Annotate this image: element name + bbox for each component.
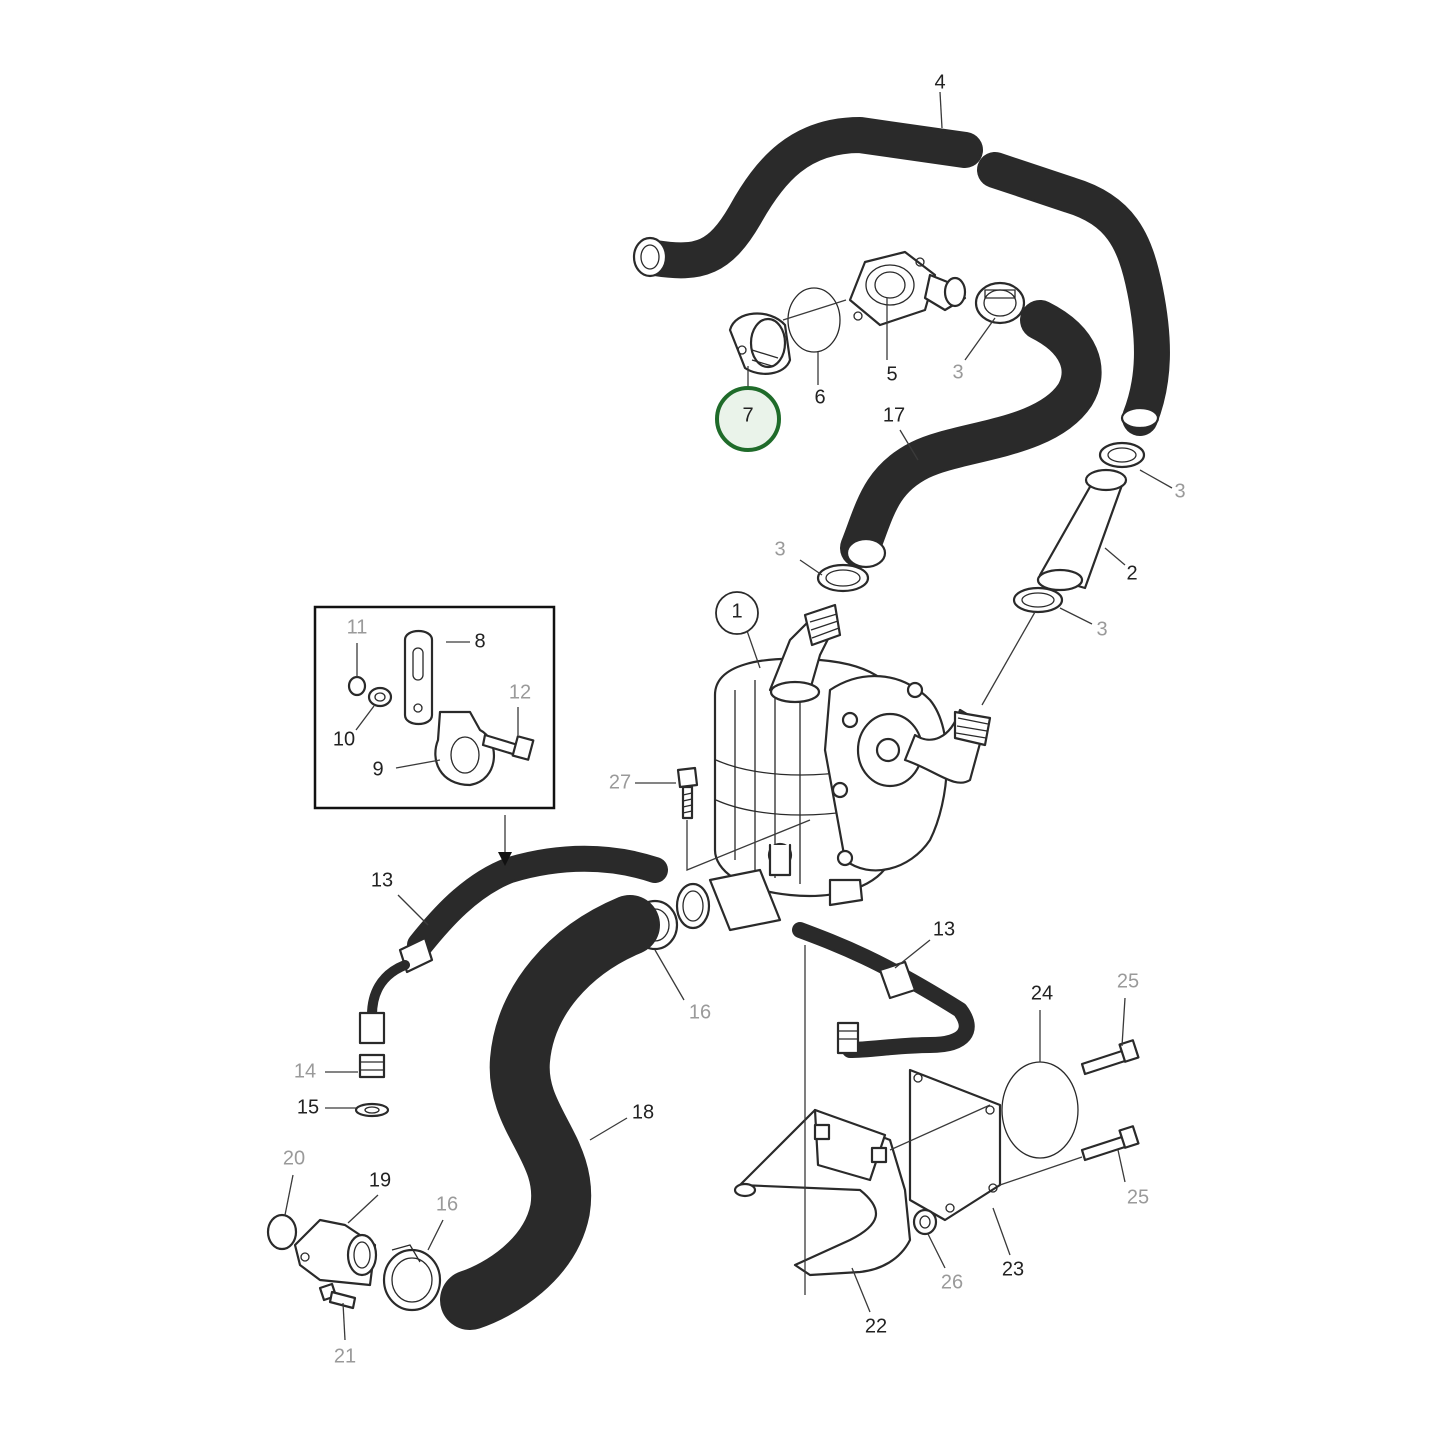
callout-7-highlight[interactable]: 7 (742, 404, 753, 426)
pipe-13-right[interactable] (792, 922, 975, 1058)
nut-11[interactable] (347, 675, 367, 697)
callout-5: 5 (886, 363, 897, 385)
callout-27: 27 (609, 771, 631, 793)
callout-13-left: 13 (371, 869, 393, 891)
gasket-6[interactable] (787, 287, 841, 353)
hose-4[interactable] (632, 117, 1170, 436)
callout-25-upper: 25 (1117, 970, 1139, 992)
assembly-line-25 (999, 1156, 1083, 1186)
assembly-line-27 (686, 819, 811, 871)
callout-16-top: 16 (689, 1001, 711, 1023)
thermostat-7[interactable] (728, 312, 792, 375)
callout-24: 24 (1031, 982, 1053, 1004)
bolt-27[interactable] (676, 766, 699, 820)
nut-26[interactable] (912, 1208, 938, 1236)
callout-22: 22 (865, 1315, 887, 1337)
thermostat-housing-5[interactable] (848, 250, 967, 327)
o-ring-20[interactable] (266, 1213, 298, 1251)
hose-clamp-3-right-upper[interactable] (1098, 441, 1146, 469)
bolt-25-upper[interactable] (1080, 1039, 1140, 1076)
detail-arrow-head (498, 852, 512, 866)
hose-clamp-3-top[interactable] (974, 281, 1026, 325)
callout-8: 8 (474, 630, 485, 652)
gasket-24[interactable] (1001, 1061, 1079, 1159)
spacer-10[interactable] (367, 686, 393, 708)
callout-23: 23 (1002, 1258, 1024, 1280)
callout-3-right-lower: 3 (1096, 618, 1107, 640)
callout-9: 9 (372, 758, 383, 780)
callout-3-right-upper: 3 (1174, 480, 1185, 502)
callout-20: 20 (283, 1147, 305, 1169)
assembly-line-23 (889, 1104, 991, 1151)
hose-18[interactable] (440, 895, 660, 1330)
connection-19[interactable] (293, 1218, 378, 1287)
hose-2[interactable] (1036, 468, 1128, 592)
bolt-25-lower[interactable] (1080, 1125, 1140, 1162)
bracket-22[interactable] (733, 1108, 912, 1277)
callout-10: 10 (333, 728, 355, 750)
callout-13-right: 13 (933, 918, 955, 940)
pipe-13-left[interactable] (354, 845, 668, 1118)
callout-14: 14 (294, 1060, 316, 1082)
bolt-21[interactable] (318, 1282, 357, 1310)
callout-6: 6 (814, 386, 825, 408)
callout-3-left: 3 (774, 538, 785, 560)
callout-4: 4 (934, 71, 945, 93)
callout-18: 18 (632, 1101, 654, 1123)
callout-12: 12 (509, 681, 531, 703)
clip-9[interactable] (434, 710, 495, 787)
callout-26: 26 (941, 1271, 963, 1293)
callout-21: 21 (334, 1345, 356, 1367)
hose-clamp-3-right-lower[interactable] (1012, 586, 1064, 614)
hose-clamp-16-bottom[interactable] (382, 1244, 442, 1312)
callout-circle-1 (715, 591, 759, 635)
sea-water-pump-1[interactable] (713, 603, 992, 897)
callout-3-top: 3 (952, 361, 963, 383)
callout-16-bottom: 16 (436, 1193, 458, 1215)
callout-15: 15 (297, 1096, 319, 1118)
assembly-line-5-7 (782, 299, 847, 321)
cover-23[interactable] (908, 1068, 1002, 1222)
hose-clamp-3-left[interactable] (816, 563, 870, 593)
callout-1: 1 (731, 600, 742, 622)
callout-11: 11 (347, 616, 368, 638)
hose-17[interactable] (840, 300, 1102, 569)
highlight-circle-7[interactable] (715, 386, 781, 452)
callout-25-lower: 25 (1127, 1186, 1149, 1208)
detail-box (313, 605, 556, 810)
callout-2: 2 (1126, 562, 1137, 584)
pump-outlet[interactable] (675, 868, 864, 932)
leader-lines (284, 91, 1173, 1341)
callout-17: 17 (883, 404, 905, 426)
assembly-line-2-pump (981, 611, 1036, 706)
callout-19: 19 (369, 1169, 391, 1191)
bolt-12[interactable] (481, 733, 535, 761)
strap-8[interactable] (403, 629, 434, 726)
